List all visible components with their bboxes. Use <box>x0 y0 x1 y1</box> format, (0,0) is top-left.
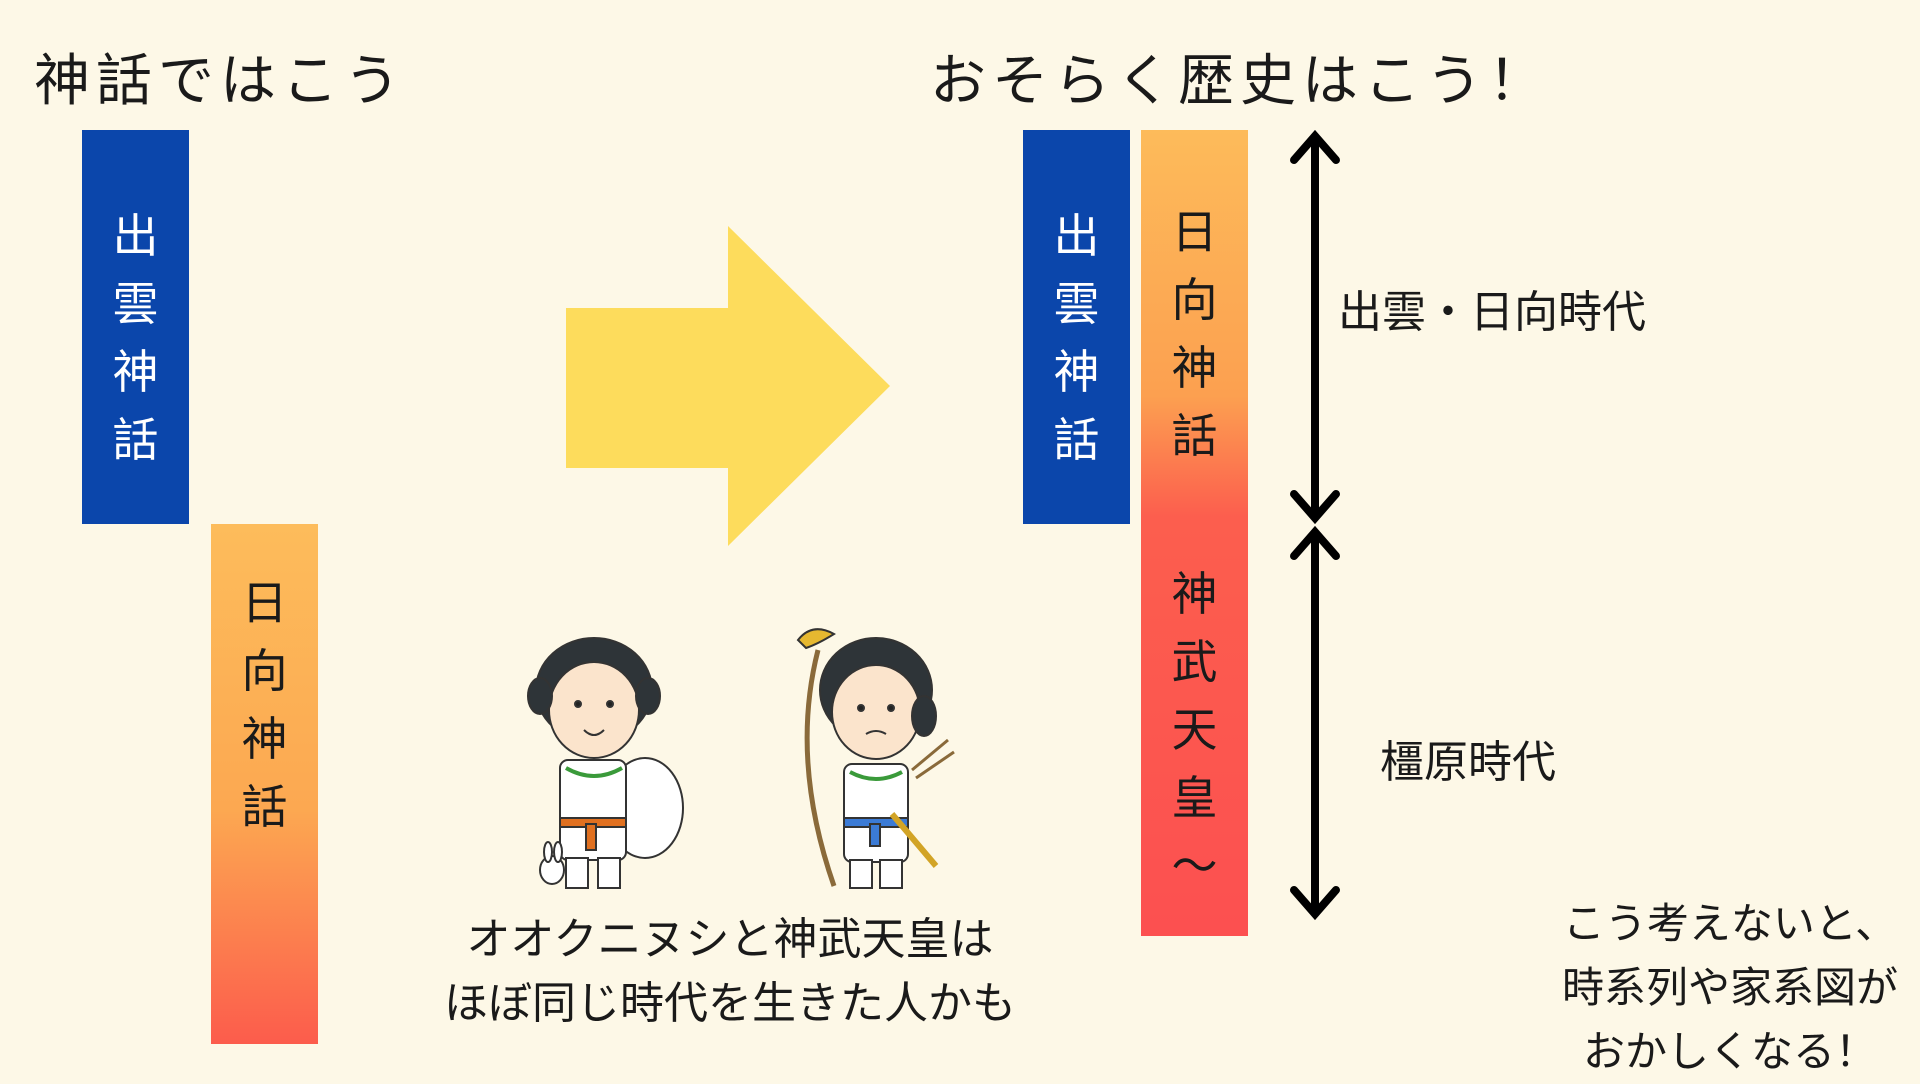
left-title: 神話ではこう <box>34 49 406 114</box>
caption-line-2: ほぼ同じ時代を生きた人かも <box>444 978 1016 1029</box>
okuninushi-figure <box>527 637 684 889</box>
timeline-note: こう考えないと、 時系列や家系図が おかしくなる！ <box>1540 892 1920 1084</box>
bar-char: 神 <box>112 345 159 399</box>
note-line-3: おかしくなる！ <box>1582 1027 1877 1076</box>
bar-char: 日 <box>241 576 288 630</box>
note-line-1: こう考えないと、 <box>1562 899 1898 948</box>
bar-char: 話 <box>1171 409 1218 463</box>
bar-char: 日 <box>1171 205 1218 259</box>
bar-char: 神 <box>241 712 288 766</box>
bar-char: 神 <box>1171 567 1218 621</box>
bar-char: 話 <box>112 413 159 467</box>
bar-char: 神 <box>1171 341 1218 395</box>
left-hyuga-bar: 日 向 神 話 <box>211 524 318 1044</box>
bar-char: 向 <box>241 644 288 698</box>
caption-line-1: オオクニヌシと神武天皇は <box>466 914 994 965</box>
characters-caption: オオクニヌシと神武天皇は ほぼ同じ時代を生きた人かも <box>420 908 1040 1036</box>
bar-char: 出 <box>1053 209 1100 263</box>
bar-char: 雲 <box>1053 277 1100 331</box>
jimmu-emperor-figure <box>796 628 955 889</box>
bar-char: 武 <box>1171 635 1218 689</box>
period-label-upper: 出雲・日向時代 <box>1338 287 1646 338</box>
bar-char: 出 <box>112 209 159 263</box>
note-line-2: 時系列や家系図が <box>1561 963 1898 1012</box>
left-izumo-bar: 出 雲 神 話 <box>82 130 189 524</box>
bar-char: 天 <box>1171 703 1218 757</box>
period-label-lower: 橿原時代 <box>1380 737 1556 788</box>
right-hyuga-jimmu-bar: 日 向 神 話 神 武 天 皇 ～ <box>1141 130 1248 936</box>
bar-char: ～ <box>1171 839 1218 893</box>
double-headed-arrow-icon <box>1290 525 1340 921</box>
bar-char: 雲 <box>112 277 159 331</box>
bar-char: 話 <box>1053 413 1100 467</box>
double-headed-arrow-icon <box>1290 129 1340 525</box>
bar-char: 話 <box>241 780 288 834</box>
bar-char: 向 <box>1171 273 1218 327</box>
right-title: おそらく歴史はこう！ <box>930 49 1550 114</box>
bar-char: 皇 <box>1171 771 1218 825</box>
bar-char: 神 <box>1053 345 1100 399</box>
right-izumo-bar: 出 雲 神 話 <box>1023 130 1130 524</box>
right-arrow-icon <box>566 226 890 546</box>
